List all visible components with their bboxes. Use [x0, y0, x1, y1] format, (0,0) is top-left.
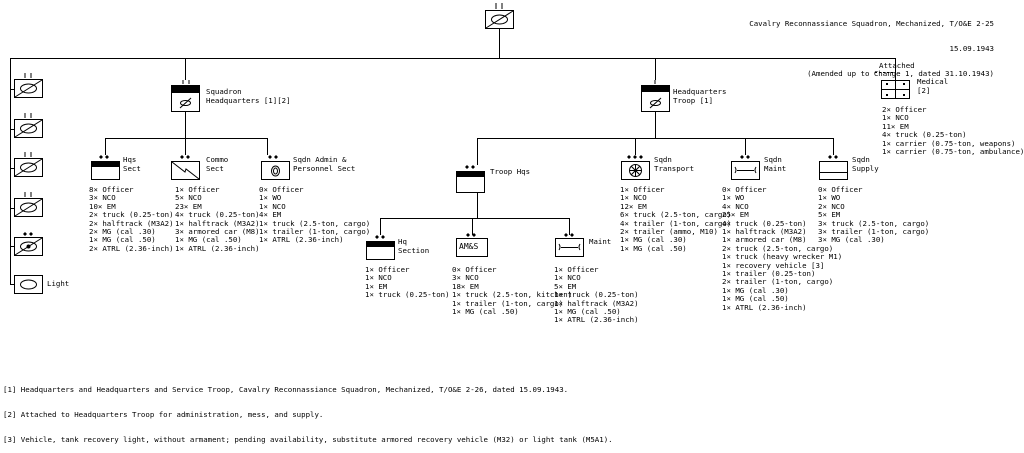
ams-name: AM&S [459, 242, 479, 251]
admin-sect-roster: 0× Officer 1× WO 1× NCO 4× EM 1× truck (… [259, 185, 371, 245]
sqdn-supply-name: Sqdn Supply [852, 155, 879, 173]
sqdn-maint-name: Sqdn Maint [764, 155, 787, 173]
hq-troop-name: Headquarters Troop [1] [673, 87, 727, 105]
hqs-sect-roster: 8× Officer 3× NCO 10× EM 2× truck (0.25-… [89, 185, 174, 253]
header-date: 15.09.1943 [949, 44, 995, 54]
footnotes: [1] Headquarters and Headquarters and Se… [3, 369, 613, 453]
commo-sect-name: Commo Sect [206, 155, 229, 173]
attached-label: Attached [879, 61, 915, 70]
commo-sect-roster: 1× Officer 5× NCO 23× EM 4× truck (0.25-… [175, 185, 260, 253]
header-title: Cavalry Reconnassiance Squadron, Mechani… [749, 18, 994, 28]
maint-troop-roster: 1× Officer 1× NCO 5× EM 1× truck (0.25-t… [554, 265, 639, 325]
sqdn-supply-roster: 0× Officer 1× WO 2× NCO 5× EM 3× truck (… [818, 185, 930, 245]
admin-sect-name: Sqdn Admin & Personnel Sect [293, 155, 356, 173]
sqn-hq-name: Squadron Headquarters [1][2] [206, 87, 291, 105]
transport-roster: 1× Officer 1× NCO 12× EM 6× truck (2.5-t… [620, 185, 732, 253]
medical-roster: 2× Officer 1× NCO 11× EM 4× truck (0.25-… [882, 105, 1024, 157]
transport-name: Sqdn Transport [654, 155, 695, 173]
hq-section-roster: 1× Officer 1× NCO 1× EM 1× truck (0.25-t… [365, 265, 450, 300]
footnote-1: [1] Headquarters and Headquarters and Se… [3, 384, 569, 394]
light-name: Light [47, 279, 70, 288]
sqdn-maint-roster: 0× Officer 1× WO 4× NCO 25× EM 4× truck … [722, 185, 843, 312]
org-chart-lines [10, 3, 910, 294]
document-header: Cavalry Reconnassiance Squadron, Mechani… [749, 3, 994, 87]
medical-name: Medical [2] [917, 77, 949, 95]
footnote-3: [3] Vehicle, tank recovery light, withou… [3, 435, 613, 445]
footnote-2: [2] Attached to Headquarters Troop for a… [3, 410, 324, 420]
ams-roster: 0× Officer 3× NCO 18× EM 1× truck (2.5-t… [452, 265, 573, 317]
hq-section-name: Hq Section [398, 237, 430, 255]
troop-hqs-name: Troop Hqs [490, 167, 531, 176]
header-amendment: (Amended up to Change 1, dated 31.10.194… [807, 69, 994, 79]
hqs-sect-name: Hqs Sect [123, 155, 141, 173]
maint-troop-name: Maint [589, 237, 612, 246]
